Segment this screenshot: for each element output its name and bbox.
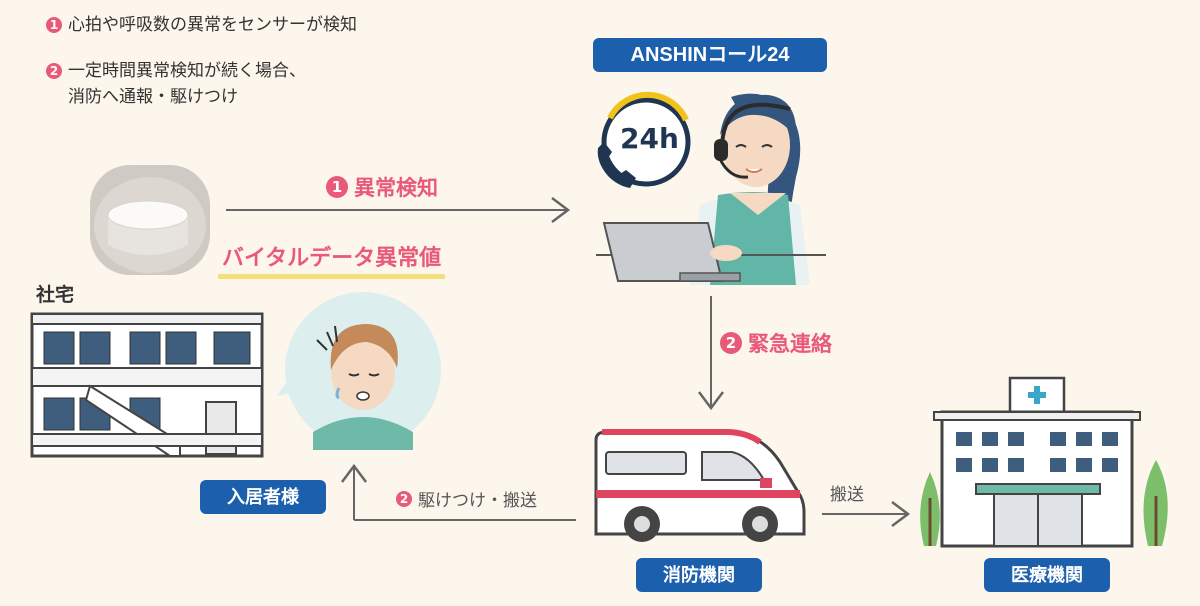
arrow-rush <box>341 463 576 521</box>
arrow-emergency <box>698 296 724 411</box>
clock-24h-text: 24h <box>620 122 679 155</box>
transport-label: 搬送 <box>830 485 864 505</box>
resident-badge: 入居者様 <box>200 480 326 514</box>
legend-item-2-line1: 一定時間異常検知が続く場合、 <box>68 61 306 81</box>
arrow-transport <box>822 501 911 527</box>
rush-text: 駆けつけ・搬送 <box>418 491 537 511</box>
ambulance-icon <box>594 429 806 542</box>
rush-label: 2 駆けつけ・搬送 <box>396 486 537 511</box>
hospital-building-icon <box>920 376 1168 548</box>
step-2-marker: 2 <box>46 63 62 79</box>
resident-illustration <box>277 292 441 450</box>
arrow-detect <box>226 197 571 223</box>
sensor-device-icon <box>90 165 210 275</box>
phone-24h-icon <box>597 91 691 188</box>
emergency-label: 2 緊急連絡 <box>720 328 832 358</box>
housing-label: 社宅 <box>36 284 75 306</box>
call-center-badge: ANSHINコール24 <box>593 38 827 72</box>
emergency-step-marker: 2 <box>720 332 742 354</box>
legend-item-1: 1 心拍や呼吸数の異常をセンサーが検知 <box>46 12 357 38</box>
vital-data-label: バイタルデータ異常値 <box>218 240 446 279</box>
legend-item-2: 2 一定時間異常検知が続く場合、 消防へ通報・駆けつけ <box>46 58 306 110</box>
fire-department-badge: 消防機関 <box>636 558 762 592</box>
emergency-text: 緊急連絡 <box>748 332 832 356</box>
detect-text: 異常検知 <box>354 176 438 200</box>
apartment-building-icon <box>30 312 264 458</box>
step-1-marker: 1 <box>46 17 62 33</box>
rush-step-marker: 2 <box>396 490 412 507</box>
hospital-badge: 医療機関 <box>984 558 1110 592</box>
detect-label: 1 異常検知 <box>326 172 438 202</box>
legend-item-2-line2: 消防へ通報・駆けつけ <box>68 87 238 107</box>
detect-step-marker: 1 <box>326 176 348 198</box>
legend-item-1-text: 心拍や呼吸数の異常をセンサーが検知 <box>68 15 357 35</box>
operator-illustration <box>596 93 826 285</box>
